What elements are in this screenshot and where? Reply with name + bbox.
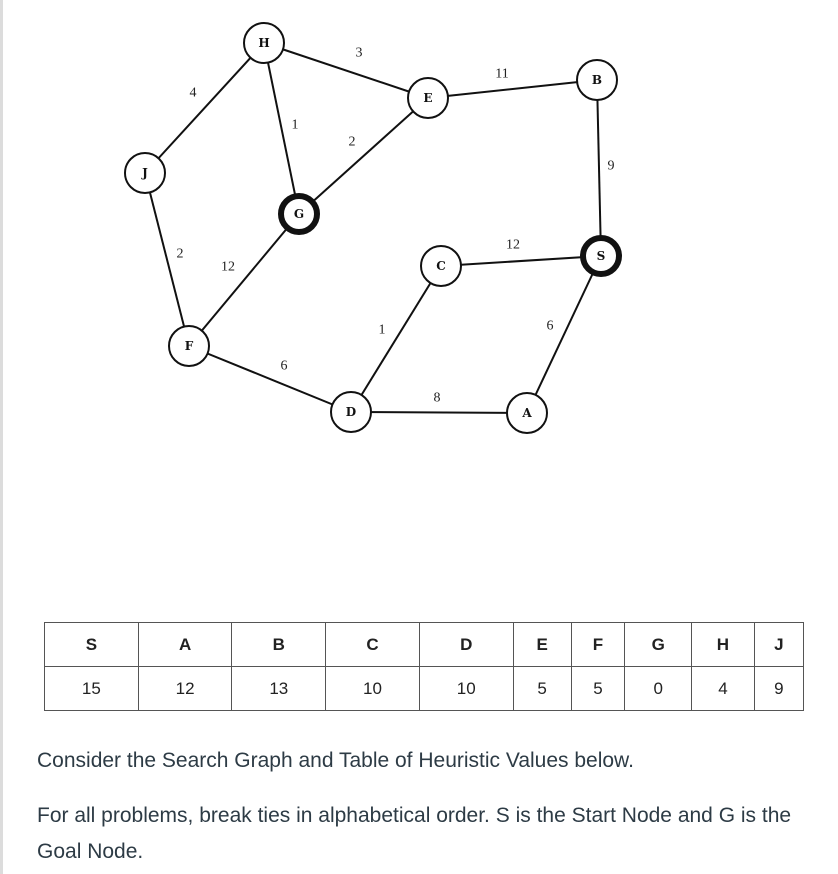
node-label: A [521,406,532,420]
edge-d-a [350,411,528,414]
node-c: C [420,245,462,287]
node-circle [168,325,210,367]
edge-weight-d-c: 1 [379,323,386,338]
heuristic-header-cell: E [512,622,572,667]
node-circle [124,152,166,194]
heuristic-value-cell: 10 [418,666,514,711]
edge-weight-b-s: 9 [608,159,615,174]
edge-s-a [526,255,602,414]
edge-f-g [188,213,300,347]
edge-f-d [188,345,352,413]
edge-weight-g-e: 2 [349,135,356,150]
heuristic-header-cell: G [624,622,693,667]
edge-h-g [263,42,300,215]
edge-weight-d-a: 8 [434,391,441,406]
heuristic-value-cell: 10 [325,666,420,711]
node-circle [278,193,320,235]
node-circle [580,235,622,277]
node-label: E [423,91,432,105]
node-label: F [185,339,194,353]
edge-weight-c-s: 12 [506,238,520,253]
edge-weight-h-j: 4 [190,86,197,101]
node-label: C [436,259,446,273]
edge-weight-j-f: 2 [177,247,184,262]
node-label: H [258,36,269,50]
heuristic-value-cell: 13 [231,666,327,711]
heuristic-value-cell: 0 [624,666,693,711]
edge-weight-s-a: 6 [547,319,554,334]
heuristic-value-cell: 4 [691,666,755,711]
edge-weight-h-g: 1 [292,118,299,133]
edge-weight-f-g: 12 [221,260,235,275]
edge-h-e [263,42,429,99]
instructions-text: For all problems, break ties in alphabet… [37,804,792,863]
heuristic-value-cell: 5 [570,666,626,711]
node-circle [243,22,285,64]
heuristic-header-cell: C [325,622,420,667]
edge-b-s [596,79,602,257]
intro-text: Consider the Search Graph and Table of H… [37,749,634,772]
node-label: B [592,73,602,87]
heuristic-header-cell: A [137,622,233,667]
heuristic-header-cell: H [691,622,755,667]
heuristic-value-cell: 9 [753,666,805,711]
node-label: J [141,166,148,180]
heuristic-value-cell: 12 [137,666,233,711]
edge-c-s [440,255,602,267]
edge-weight-f-d: 6 [281,359,288,374]
node-h: H [243,22,285,64]
edge-weight-e-b: 11 [495,67,508,82]
node-circle [407,77,449,119]
heuristic-header-cell: B [231,622,327,667]
node-a: A [506,392,548,434]
node-circle [330,391,372,433]
node-label: D [346,405,356,419]
node-d: D [330,391,372,433]
node-j: J [124,152,166,194]
node-label: S [597,249,606,263]
left-divider [0,0,3,874]
edge-j-f [144,172,190,347]
node-label: G [294,207,304,221]
heuristic-header-cell: J [753,622,805,667]
heuristic-value-cell: 5 [512,666,572,711]
heuristic-header-cell: F [570,622,626,667]
node-circle [576,59,618,101]
heuristic-header-row: S A B C D E F G H J [44,622,805,667]
heuristic-table: S A B C D E F G H J 15 12 13 10 10 5 5 0… [44,622,805,711]
edge-g-e [298,97,429,215]
edge-e-b [427,79,598,99]
edge-h-j [144,42,265,174]
node-e: E [407,77,449,119]
heuristic-header-cell: D [418,622,514,667]
heuristic-value-row: 15 12 13 10 10 5 5 0 4 9 [44,666,805,711]
node-f: F [168,325,210,367]
node-circle [506,392,548,434]
edge-weight-h-e: 3 [356,46,363,61]
node-circle [420,245,462,287]
node-g: G [278,193,320,235]
heuristic-header-cell: S [44,622,139,667]
node-b: B [576,59,618,101]
edge-d-c [350,265,442,413]
node-s: S [580,235,622,277]
heuristic-value-cell: 15 [44,666,139,711]
